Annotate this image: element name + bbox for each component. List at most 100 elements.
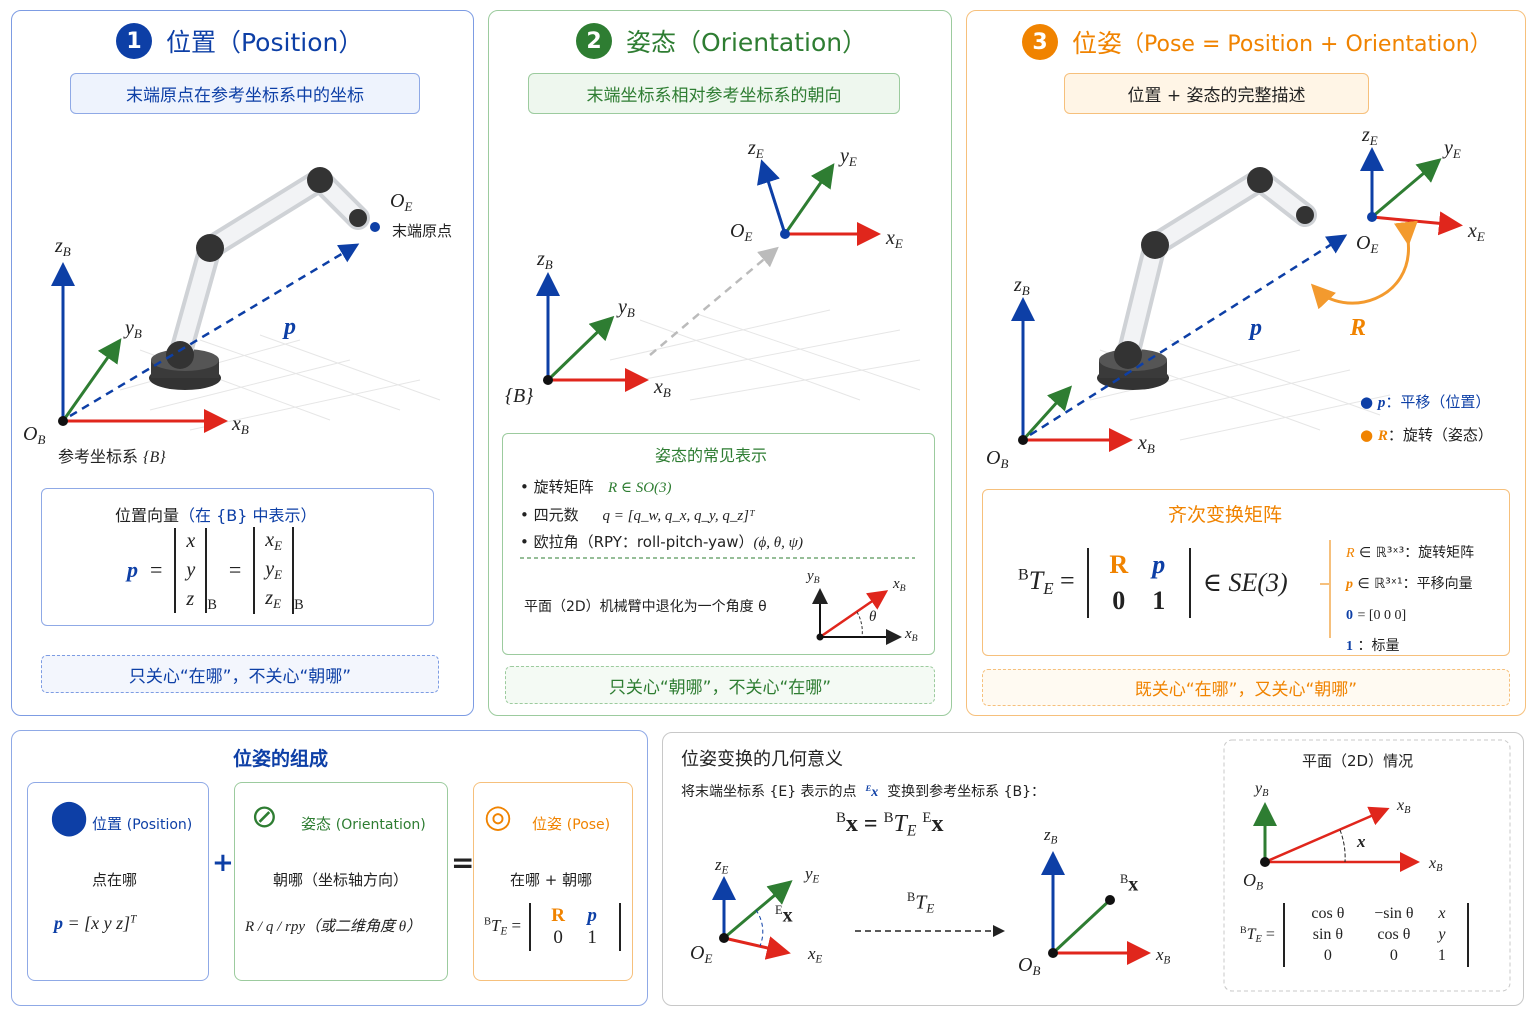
axis-label-xB: xB [232,413,249,437]
card-title: 位姿 (Pose) [532,815,611,833]
planar-title: 平面（2D）情况 [1302,752,1414,770]
axis-label-zB: zB [1044,825,1058,847]
equals-sign: = [451,846,475,879]
panel1-subtitle: 末端原点在参考坐标系中的坐标 [70,73,420,114]
panel3-footer: 既关心“在哪”，又关心“朝哪” [982,669,1510,706]
compass-icon: ⊘ [251,797,278,835]
card-desc: 在哪 + 朝哪 [510,871,593,889]
legend-item-R: ● R：旋转（姿态） [1360,426,1493,444]
axis-label-xB: xB [1156,945,1171,967]
plus-sign: + [212,848,234,878]
angle-theta: θ [869,609,877,625]
origin-label-OB: OB [23,423,46,447]
panel-pose [966,10,1526,716]
step-number: 3 [1022,24,1058,60]
ref-frame-label: 参考坐标系 {B} [58,447,166,466]
step-number: 2 [576,23,612,59]
point-Ex: Ex [775,903,793,927]
homogeneous-matrix-box [982,489,1510,656]
list-item: • 旋转矩阵 R ∈ SO(3) [520,478,672,496]
box-title: 齐次变换矩阵 [1168,504,1283,526]
panel2-footer: 只关心“朝哪”，不关心“在哪” [505,666,935,704]
origin-label-OE: OE [390,190,413,214]
origin-label-OB: OB [1018,954,1041,978]
list-item: • 欧拉角（RPY：roll-pitch-yaw）(ϕ, θ, ψ) [520,533,803,551]
axis-label-xE: xE [808,944,823,966]
orientation-repr-box [502,433,935,655]
axis-label-xB: xB [1138,432,1155,456]
panel3-subtitle: 位置 + 姿态的完整描述 [1064,73,1369,114]
planar-note: 平面（2D）机械臂中退化为一个角度 θ [524,599,767,615]
axis-label-yE: yE [1444,137,1461,161]
axis-label-zE: zE [1362,124,1378,148]
note-item: 1 ：标量 [1346,638,1400,654]
title-text: 姿态（Orientation） [626,28,868,57]
panel1-footer: 只关心“在哪”，不关心“朝哪” [41,655,439,693]
axis-label-yB: yB [125,317,142,341]
end-origin-note: 末端原点 [392,222,453,240]
box-title: 位置向量（在 {B} 中表示） [115,506,317,525]
box-title: 姿态的常见表示 [655,446,768,465]
origin-label-OE: OE [730,220,753,244]
matrix-notes: R ∈ ℝ³ˣ³：旋转矩阵 p ∈ ℝ³ˣ¹：平移向量 0 = [0 0 0] … [1346,538,1474,662]
angle-label: x [1357,832,1366,851]
origin-label-OB: OB [986,447,1009,471]
card-title: 位置 (Position) [92,815,193,833]
legend-item-p: ● p：平移（位置） [1360,393,1491,411]
panel-geometry [662,732,1524,1006]
axis-label-yB: yB [618,296,635,320]
point-Bx: Bx [1120,872,1139,896]
axis-label-zE: zE [715,855,729,877]
title-text: 位姿 [1072,29,1123,58]
axis-label-xB: xB [905,626,918,644]
axis-label-xE: xE [1468,220,1485,244]
panel-orientation [488,10,952,716]
card-position: ⬤ 位置 (Position) 点在哪 p = [x y z]T [27,782,209,981]
card-formula: p = [x y z]T [54,913,137,933]
axis-label-xB: xB [893,576,906,594]
title-text: 位置（Position） [166,28,364,57]
card-orientation: ⊘ 姿态 (Orientation) 朝哪（坐标轴方向） R / q / rpy… [234,782,448,981]
axis-label-yB: yB [807,568,820,586]
card-desc: 点在哪 [92,871,138,889]
frame-label-B: {B} [505,385,534,407]
axis-label-yE: yE [805,864,820,886]
axis-label-zE: zE [748,137,764,161]
axis-label-yB: yB [1255,780,1269,800]
axis-label-yE: yE [840,145,857,169]
origin-label-OE: OE [690,942,713,966]
card-formula: R / q / rpy（或二维角度 θ） [245,919,422,935]
geometry-description: 将末端坐标系 {E} 表示的点 Ex 变换到参考坐标系 {B}： [681,782,1046,800]
panel2-subtitle: 末端坐标系相对参考坐标系的朝向 [528,73,900,114]
card-title: 姿态 (Orientation) [301,815,426,833]
axis-label-xB: xB [654,376,671,400]
axis-label-zB: zB [1014,274,1030,298]
location-pin-icon: ⬤ [50,797,89,837]
transform-arrow-label: BTE [907,890,935,916]
legend: ● p：平移（位置） ● R：旋转（姿态） [1360,386,1493,452]
list-item: • 四元数 q = [q_w, q_x, q_y, q_z]ᵀ [520,505,755,524]
note-item: p ∈ ℝ³ˣ¹：平移向量 [1346,576,1473,592]
title-note: （Pose = Position + Orientation） [1122,32,1492,57]
vector-p-label: p [1250,315,1262,341]
orientation-list: • 旋转矩阵 R ∈ SO(3) • 四元数 q = [q_w, q_x, q_… [520,474,803,557]
transform-equation: Bx = BTE Ex [836,810,944,840]
rotation-R-label: R [1350,315,1367,341]
axis-label-xB-rotated: xB [1397,797,1411,817]
axis-label-xB: xB [1429,855,1443,875]
axis-label-zB: zB [55,235,71,259]
axis-label-xE: xE [886,227,903,251]
note-item: 0 = [0 0 0] [1346,608,1407,623]
geometry-title: 位姿变换的几何意义 [681,749,843,770]
panel-composition [11,730,648,1006]
panel3-title: 3 位姿（Pose = Position + Orientation） [1022,24,1492,60]
axis-label-zB: zB [537,248,553,272]
panel-position [11,10,474,716]
